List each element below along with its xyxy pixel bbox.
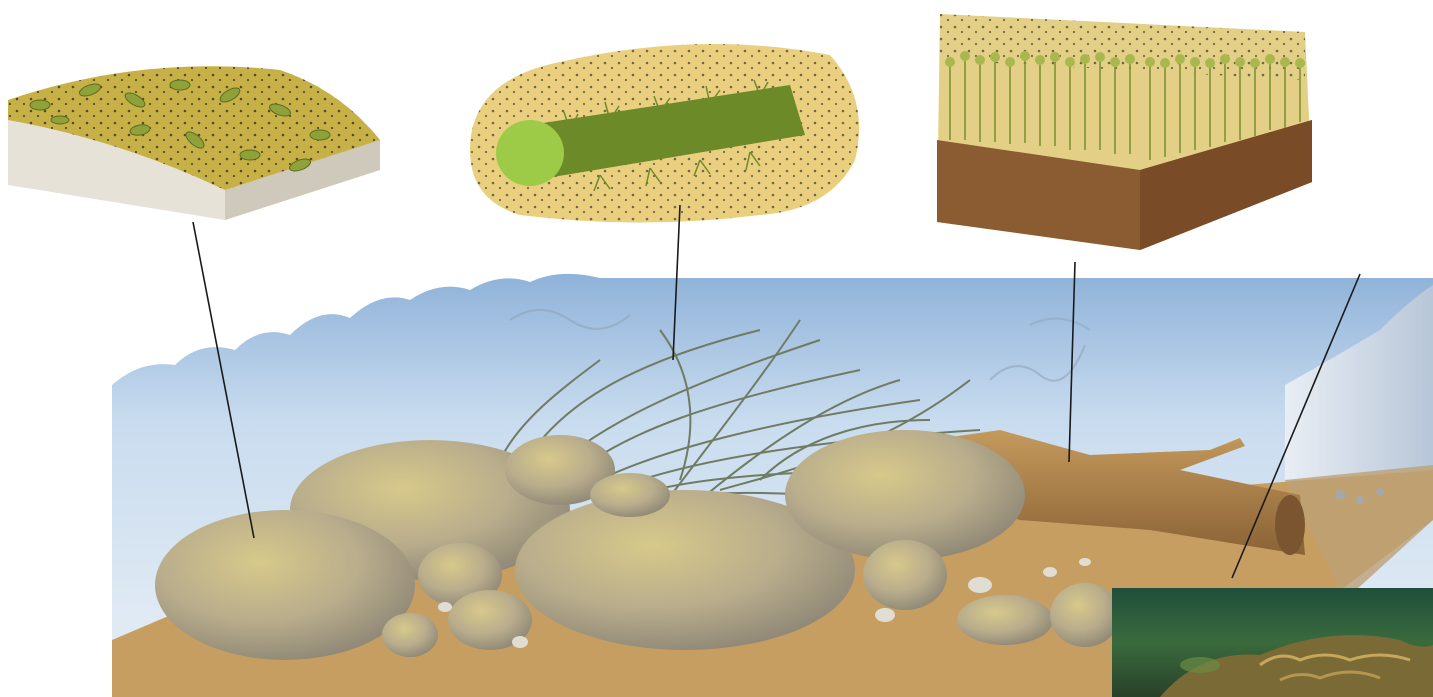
underwater-photo-inset <box>1112 588 1433 697</box>
